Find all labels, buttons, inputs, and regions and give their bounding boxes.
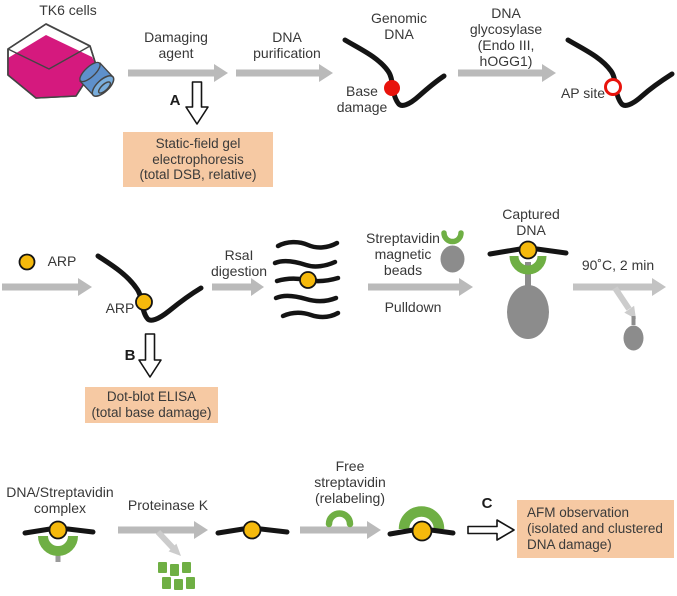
arp-labeled-dna-strand-icon (95, 253, 204, 323)
pulldown-arrow-icon (368, 278, 473, 296)
base-damage-label: Base damage (336, 83, 388, 115)
free-streptavidin-icon (325, 510, 354, 528)
step-b-letter: B (124, 347, 136, 364)
rsai-digestion-label: RsaI digestion (210, 247, 268, 279)
heat-step-label: 90˚C, 2 min (581, 257, 655, 273)
dna-glycosylase-label: DNA glycosylase (Endo III, hOGG1) (469, 5, 543, 69)
rsai-digestion-arrow-icon (212, 278, 264, 296)
dot-blot-elisa-box: Dot-blot ELISA (total base damage) (85, 387, 218, 423)
arp-dot-icon (135, 293, 153, 311)
arp-reagent-dot-icon (18, 253, 36, 271)
relabeling-arrow-icon (300, 521, 381, 539)
step-c-right-arrow-icon (467, 519, 515, 541)
gel-electrophoresis-box: Static-field gel electrophoresis (total … (123, 132, 273, 187)
tk6-cells-label: TK6 cells (39, 2, 97, 18)
base-damage-dot-icon (384, 80, 400, 96)
culture-flask-icon (7, 23, 115, 99)
relabeled-complex-icon (387, 506, 456, 542)
damaging-agent-label: Damaging agent (144, 29, 208, 61)
genomic-dna-label: Genomic DNA (370, 10, 428, 42)
dna-purification-label: DNA purification (253, 29, 321, 61)
dna-purification-arrow-icon (236, 64, 333, 82)
captured-dna-label: Captured DNA (502, 206, 560, 238)
step-c-letter: C (481, 495, 493, 512)
step-b-down-arrow-icon (138, 333, 162, 378)
stripped-arp-dna-icon (215, 520, 290, 540)
dna-streptavidin-complex-icon (22, 520, 96, 562)
pulldown-label: Pulldown (384, 299, 442, 315)
proteinase-k-arrow-icon (118, 521, 208, 556)
dna-glycosylase-arrow-icon (458, 64, 556, 82)
afm-observation-box: AFM observation (isolated and clustered … (517, 500, 674, 558)
proteinase-k-label: Proteinase K (127, 497, 209, 513)
step-a-letter: A (169, 92, 181, 109)
streptavidin-beads-label: Streptavidin magnetic beads (366, 230, 440, 278)
streptavidin-bead-icon (440, 230, 465, 273)
genomic-dna-strand-icon (342, 37, 447, 108)
arp-labeling-arrow-icon (2, 278, 92, 296)
ap-site-circle-icon (604, 78, 622, 96)
step-a-down-arrow-icon (185, 81, 209, 125)
released-bead-icon (623, 316, 644, 351)
ap-site-dna-strand-icon (565, 37, 675, 108)
flask-cap (79, 61, 115, 97)
arp-on-dna-label: ARP (105, 300, 135, 316)
dna-streptavidin-complex-label: DNA/Streptavidin complex (6, 484, 114, 516)
captured-dna-complex-icon (487, 240, 569, 339)
damaging-agent-arrow-icon (128, 64, 228, 82)
free-streptavidin-label: Free streptavidin (relabeling) (314, 458, 386, 506)
protein-debris-icon (158, 562, 195, 590)
arp-reagent-label: ARP (47, 253, 77, 269)
fragment-arp-dot-icon (299, 271, 317, 289)
heat-release-arrow-icon (573, 278, 666, 319)
ap-site-label: AP site (560, 85, 606, 101)
